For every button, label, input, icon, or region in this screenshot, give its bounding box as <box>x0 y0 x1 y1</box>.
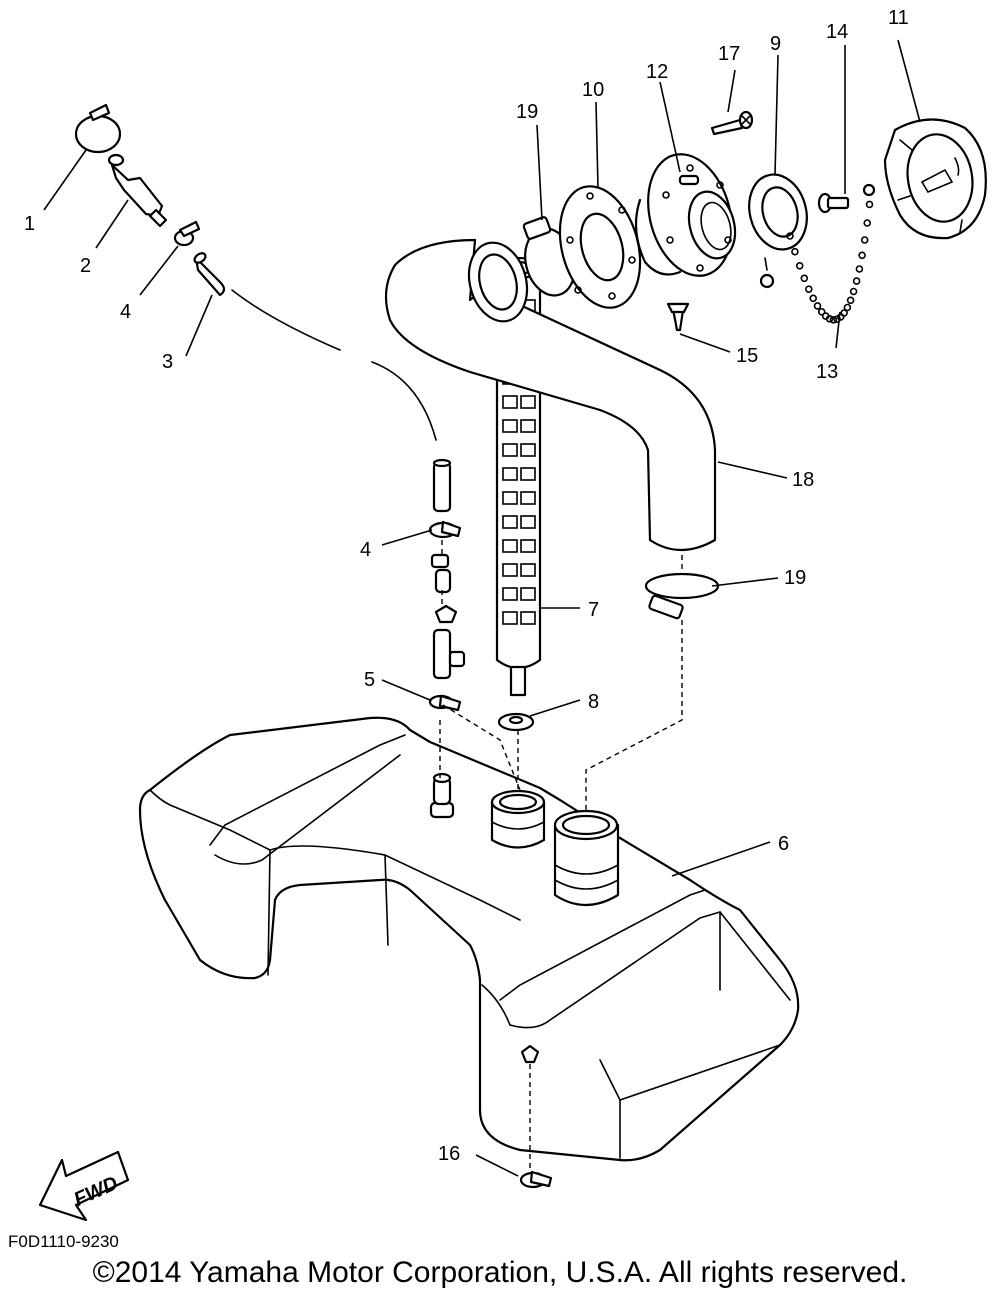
tank-pickup-neck <box>490 789 546 849</box>
callout-numbers: 1 2 3 4 4 5 6 7 8 9 10 11 12 13 14 15 16… <box>24 7 909 1165</box>
filter-slot <box>520 611 536 625</box>
chain-bead <box>855 265 864 273</box>
chain-bead <box>865 200 874 209</box>
filter-slot <box>502 515 518 529</box>
callout-15: 15 <box>736 345 758 367</box>
filter-slot <box>520 467 536 481</box>
leader-lines <box>43 39 921 1177</box>
chain-bead <box>809 294 818 303</box>
clamp-1 <box>74 103 122 154</box>
chain-bead <box>791 247 799 256</box>
rivet-15 <box>666 302 690 332</box>
filter-slot <box>502 443 518 457</box>
screw-14 <box>817 192 850 214</box>
screw-17 <box>710 110 754 136</box>
assembly-lines <box>439 540 683 1172</box>
filter-slot <box>502 539 518 553</box>
chain-bead <box>829 315 838 324</box>
chain-bead <box>813 302 822 310</box>
filter-slot <box>502 419 518 433</box>
callout-19-upper: 19 <box>516 101 538 123</box>
hose-clamp-lower <box>644 572 720 620</box>
chain-bead <box>795 261 804 270</box>
callout-1: 1 <box>24 213 35 235</box>
callout-6: 6 <box>778 833 789 855</box>
chain-end-loop <box>759 183 876 289</box>
copyright-notice: ©2014 Yamaha Motor Corporation, U.S.A. A… <box>92 1256 908 1289</box>
tank-vent-nipple <box>429 772 455 819</box>
cap-chain <box>786 200 874 324</box>
callout-10: 10 <box>582 79 604 101</box>
chain-bead <box>840 309 848 317</box>
tank-filler-neck <box>553 809 620 906</box>
callout-7: 7 <box>588 599 599 621</box>
chain-bead <box>843 303 852 312</box>
callout-19-lower: 19 <box>784 567 806 589</box>
filter-slot <box>520 419 536 433</box>
clamp-4-upper <box>173 220 201 247</box>
chain-bead <box>852 277 861 285</box>
chain-bead <box>858 251 866 260</box>
clamp-16 <box>519 1170 553 1189</box>
filter-slot <box>502 467 518 481</box>
filter-slot <box>520 563 536 577</box>
drain-fitting <box>520 1044 540 1064</box>
callout-18: 18 <box>792 469 814 491</box>
callout-11: 11 <box>888 7 909 29</box>
chain-bead <box>800 274 809 283</box>
fwd-arrow-icon: FWD <box>38 1150 130 1222</box>
filter-slot <box>520 491 536 505</box>
filler-neck-flange <box>634 153 737 277</box>
filter-slot <box>502 611 518 625</box>
callout-9: 9 <box>770 33 781 55</box>
chain-bead <box>804 285 813 294</box>
callout-13: 13 <box>816 361 838 383</box>
chain-bead <box>825 314 834 323</box>
callout-2: 2 <box>80 255 91 277</box>
callout-12: 12 <box>646 61 668 83</box>
filter-slot <box>520 587 536 601</box>
fuel-valve <box>107 153 168 228</box>
callout-5: 5 <box>364 669 375 691</box>
filter-slot <box>502 587 518 601</box>
flange-gasket <box>558 185 642 309</box>
callout-17: 17 <box>718 43 740 65</box>
filter-slot <box>520 395 536 409</box>
callout-4-upper: 4 <box>120 301 131 323</box>
chain-bead <box>817 307 826 316</box>
clamp-4-lower <box>428 520 462 539</box>
filter-slot <box>520 443 536 457</box>
hose-joint <box>430 553 466 680</box>
filler-cap <box>883 118 987 240</box>
chain-bead <box>786 232 794 240</box>
fuel-hose <box>193 252 452 513</box>
callout-3: 3 <box>162 351 173 373</box>
filler-nut <box>748 173 808 251</box>
callout-16: 16 <box>438 1143 460 1165</box>
callout-4-lower: 4 <box>360 539 371 561</box>
filter-slot <box>502 395 518 409</box>
filler-hose <box>384 238 717 551</box>
filter-slot <box>520 539 536 553</box>
chain-bead <box>846 296 855 305</box>
chain-bead <box>860 236 869 244</box>
chain-bead <box>849 287 858 296</box>
chain-bead <box>863 219 872 227</box>
fuel-tank <box>138 716 800 1162</box>
filter-slot <box>502 563 518 577</box>
callout-8: 8 <box>588 691 599 713</box>
callout-14: 14 <box>826 21 848 43</box>
clamp-5 <box>428 694 462 712</box>
grommet <box>497 712 535 732</box>
drawing-code: F0D1110-9230 <box>8 1232 119 1251</box>
filter-slot <box>520 515 536 529</box>
filter-slot <box>502 491 518 505</box>
